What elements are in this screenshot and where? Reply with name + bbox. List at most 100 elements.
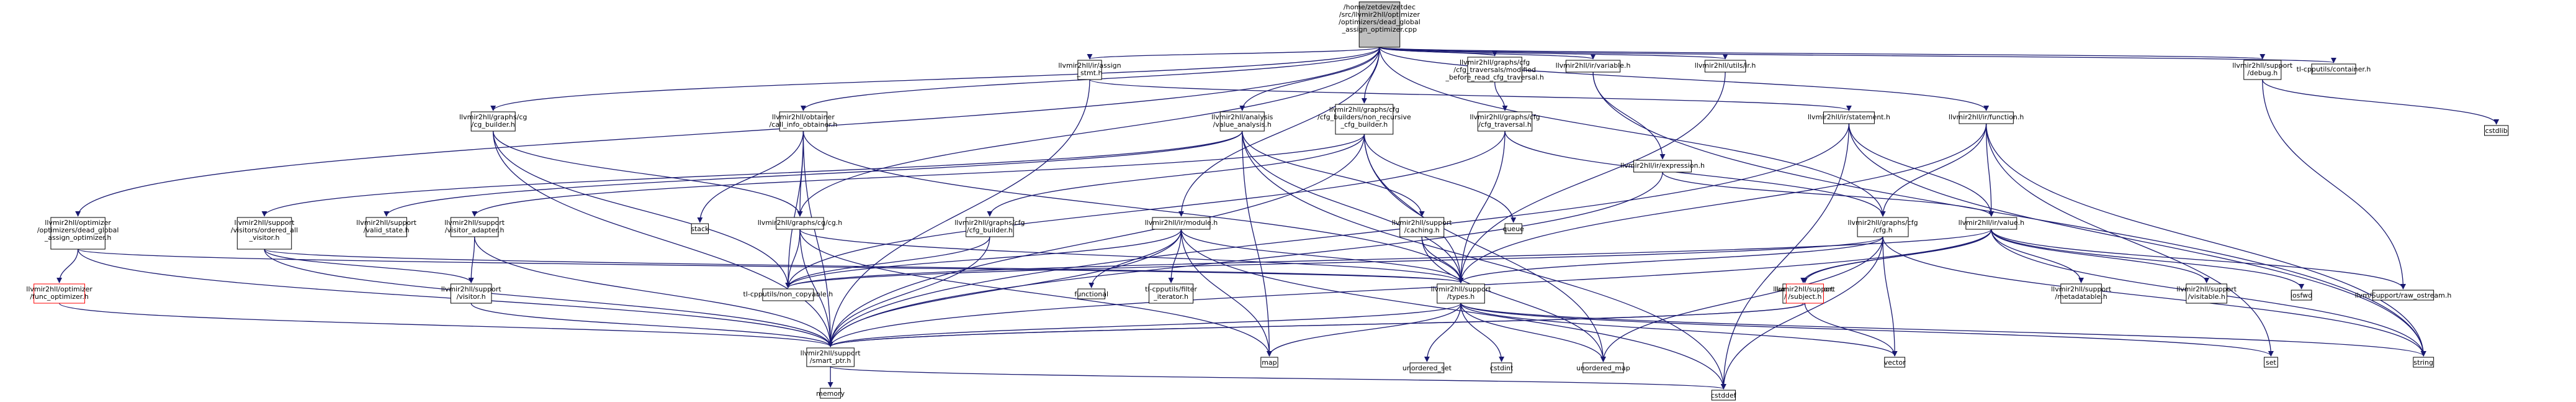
node-unordered-map[interactable]: unordered_map	[1576, 362, 1630, 373]
node-box	[1565, 60, 1621, 73]
node-box	[1711, 390, 1736, 401]
node-call-info[interactable]: llvmir2hll/obtainer/call_info_obtainer.h	[770, 111, 838, 132]
node-expression[interactable]: llvmir2hll/ir/expression.h	[1620, 160, 1705, 173]
node-dead-global-h[interactable]: llvmir2hll/optimizer/optimizers/dead_glo…	[37, 217, 119, 250]
node-cstdint[interactable]: cstdint	[1490, 362, 1514, 373]
edge-cfg_h-to-vector	[1882, 236, 1898, 357]
node-visitable[interactable]: llvmir2hll/support/visitable.h	[2176, 283, 2237, 304]
node-label: /home/zetdev/zetdec	[1344, 3, 1416, 11]
node-root[interactable]: /home/zetdev/zetdec/src/llvmir2hll/optim…	[1339, 1, 1420, 48]
node-box	[2186, 283, 2227, 304]
node-cfg-traversals[interactable]: llvmir2hll/graphs/cfg/cfg_traversals/mod…	[1445, 57, 1544, 83]
node-memory[interactable]: memory	[816, 388, 845, 399]
node-valid-state[interactable]: llvmir2hll/support/valid_state.h	[356, 217, 417, 237]
node-queue[interactable]: queue	[1502, 223, 1524, 234]
node-label: llvmir2hll/support	[2176, 285, 2237, 293]
node-label: _before_read_cfg_traversal.h	[1445, 73, 1543, 81]
edge-cfg_traversals-to-cfg_traversal	[1494, 81, 1508, 111]
node-debug[interactable]: llvmir2hll/support/debug.h	[2232, 60, 2293, 80]
node-box	[1409, 362, 1445, 373]
node-metadatable[interactable]: llvmir2hll/support/metadatable.h	[2051, 283, 2112, 304]
node-statement[interactable]: llvmir2hll/ir/statement.h	[1808, 111, 1890, 124]
edge-cfg_h-to-cstddef	[1720, 236, 1883, 390]
node-function[interactable]: llvmir2hll/ir/function.h	[1949, 111, 2024, 124]
edge-value_analysis-to-cstddef	[1242, 130, 1726, 390]
node-functional[interactable]: functional	[1074, 288, 1108, 299]
node-filter-iterator[interactable]: tl-cpputils/filter_iterator.h	[1145, 283, 1197, 304]
edge-value-to-observer	[1800, 229, 1992, 283]
node-iosfwd[interactable]: iosfwd	[2291, 290, 2312, 301]
edge-function-to-types	[1458, 123, 1987, 283]
node-utils-ir[interactable]: llvmir2hll/utils/ir.h	[1695, 60, 1756, 73]
node-box	[762, 288, 814, 301]
node-label: tl-cpputils/filter	[1145, 285, 1197, 293]
edge-value_analysis-to-map	[1242, 130, 1273, 357]
node-variable[interactable]: llvmir2hll/ir/variable.h	[1556, 60, 1631, 73]
node-map[interactable]: map	[1260, 357, 1278, 368]
node-box	[366, 217, 407, 237]
edge-value-to-iosfwd	[1991, 229, 2305, 290]
node-label: map	[1262, 359, 1277, 367]
node-module[interactable]: llvmir2hll/ir/module.h	[1145, 217, 1218, 230]
node-cfg-h[interactable]: llvmir2hll/graphs/cfg/cfg.h	[1847, 217, 1918, 237]
node-caching[interactable]: llvmir2hll/support/caching.h	[1392, 217, 1453, 237]
node-non-copyable[interactable]: tl-cpputils/non_copyable.h	[743, 288, 833, 301]
node-raw-ostream[interactable]: llvm/Support/raw_ostream.h	[2355, 290, 2452, 301]
node-visitor-adapter[interactable]: llvmir2hll/support/visitor_adapter.h	[444, 217, 505, 237]
node-stack[interactable]: stack	[691, 223, 709, 234]
node-string[interactable]: string	[2413, 357, 2435, 368]
edge-module-to-smart_ptr	[827, 229, 1182, 347]
edge-root-to-variable	[1379, 47, 1596, 60]
edge-assign_stmt-to-statement	[1089, 79, 1852, 111]
node-cfg-builder2[interactable]: llvmir2hll/graphs/cfg/cfg_builder.h	[954, 217, 1025, 237]
node-value[interactable]: llvmir2hll/ir/value.h	[1959, 217, 2025, 230]
edge-subject-to-smart_ptr	[827, 303, 1806, 347]
node-cfg-builder[interactable]: llvmir2hll/graphs/cg/cg_builder.h	[459, 111, 527, 132]
node-label: _assign_optimizer.h	[44, 234, 112, 242]
edge-function-to-cfg_h	[1880, 123, 1987, 217]
node-cstdlib[interactable]: cstdlib	[2484, 125, 2509, 136]
node-label: functional	[1074, 290, 1108, 298]
edge-root-to-dead_global_h	[75, 47, 1380, 217]
node-assign-stmt[interactable]: llvmir2hll/ir/assign_stmt.h	[1058, 60, 1121, 80]
node-label: llvmir2hll/obtainer	[772, 113, 835, 121]
edge-cfg_traversal-to-cfg_h	[1504, 130, 1886, 217]
node-box	[1335, 104, 1394, 135]
node-set[interactable]: set	[2264, 357, 2278, 368]
node-cg[interactable]: llvmir2hll/graphs/cg/cg.h	[758, 217, 843, 230]
node-func-optimizer[interactable]: llvmir2hll/optimizer/func_optimizer.h	[26, 283, 92, 304]
node-container[interactable]: tl-cpputils/container.h	[2297, 63, 2371, 75]
node-box	[1399, 217, 1445, 237]
edge-visitor_adapter-to-visitor	[468, 236, 475, 283]
node-label: llvmir2hll/ir/function.h	[1949, 113, 2024, 121]
node-value-analysis[interactable]: llvmir2hll/analysis/value_analysis.h	[1211, 111, 1273, 132]
node-smart-ptr[interactable]: llvmir2hll/support/smart_ptr.h	[801, 347, 861, 367]
node-ordered-all[interactable]: llvmir2hll/support/visitors/ordered_all_…	[231, 217, 298, 250]
node-label: /visitors/ordered_all	[231, 226, 298, 234]
node-non-recursive[interactable]: llvmir2hll/graphs/cfg/cfg_builders/non_r…	[1317, 104, 1411, 135]
edge-debug-to-raw_ostream	[2262, 79, 2406, 290]
node-visitor[interactable]: llvmir2hll/support/visitor.h	[441, 283, 502, 304]
edge-visitor_adapter-to-smart_ptr	[474, 236, 833, 347]
node-label: /cfg_builder.h	[967, 226, 1013, 234]
edge-cg-to-map	[799, 229, 1272, 357]
node-label: /smart_ptr.h	[810, 357, 851, 365]
node-cfg-traversal[interactable]: llvmir2hll/graphs/cfg/cfg_traversal.h	[1470, 111, 1540, 132]
edge-cfg_h-to-unordered_map	[1600, 236, 1883, 362]
node-label: llvmir2hll/graphs/cfg	[954, 219, 1025, 227]
node-label: llvmir2hll/graphs/cg/cg.h	[758, 219, 843, 227]
node-box	[966, 217, 1014, 237]
edge-cfg_h-to-types	[1458, 236, 1883, 283]
node-vector[interactable]: vector	[1884, 357, 1906, 368]
node-types[interactable]: llvmir2hll/support/types.h	[1431, 283, 1492, 304]
node-label: /debug.h	[2247, 69, 2278, 77]
edge-non_recursive-to-smart_ptr	[827, 134, 1365, 347]
node-label: _assign_optimizer.cpp	[1342, 25, 1417, 34]
node-label: tl-cpputils/container.h	[2297, 65, 2371, 73]
edge-cfg_builder-to-non_copyable	[493, 130, 791, 288]
edge-types-to-vector	[1460, 303, 1898, 357]
node-subject[interactable]: llvmir2hll/support/subject.h	[1775, 283, 1836, 304]
node-unordered-set[interactable]: unordered_set	[1402, 362, 1452, 373]
node-cstddef[interactable]: cstddef	[1711, 390, 1737, 401]
